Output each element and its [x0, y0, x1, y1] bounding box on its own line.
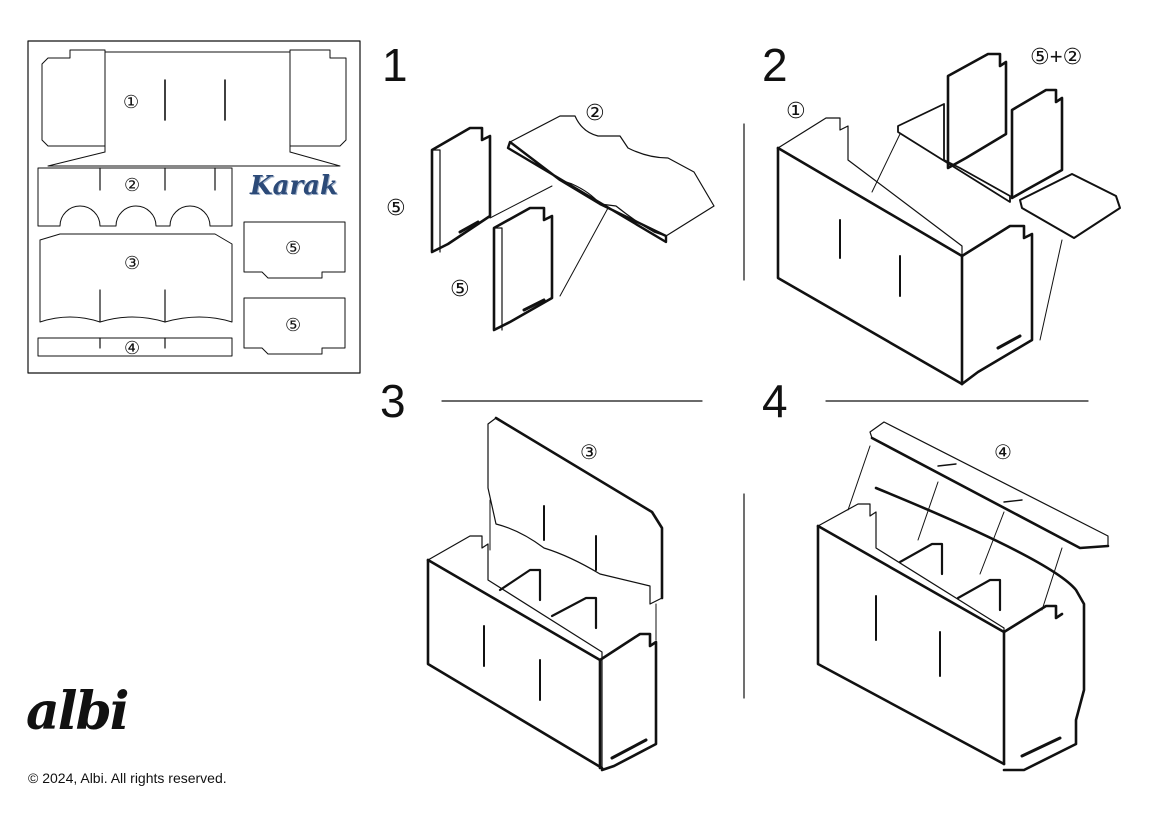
step4-illustration — [743, 400, 1110, 772]
parts-sheet — [27, 40, 361, 374]
sheet-part-4-label: ④ — [124, 338, 141, 358]
sheet-part-3-label: ③ — [124, 253, 141, 273]
step-1-number: 1 — [382, 39, 408, 91]
copyright-text: © 2024, Albi. All rights reserved. — [28, 770, 227, 786]
step2-illustration — [743, 52, 1121, 386]
step1-part-2-label: ② — [585, 100, 605, 125]
step-3-number: 3 — [380, 375, 406, 427]
sheet-part-5a-label: ⑤ — [285, 238, 302, 258]
step3-illustration — [426, 400, 703, 772]
step-4-number: 4 — [762, 375, 788, 427]
step1-part-5a-label: ⑤ — [386, 195, 406, 220]
step1-illustration — [430, 115, 715, 332]
albi-logo: albi — [26, 681, 130, 742]
step2-part-1-label: ① — [786, 98, 806, 123]
karak-logo: Karak — [250, 171, 339, 201]
step2-parts-5-2-label: ⑤+② — [1030, 44, 1083, 69]
sheet-part-5b-label: ⑤ — [285, 315, 302, 335]
step3-part-3-label: ③ — [580, 442, 598, 464]
sheet-part-1-label: ① — [123, 92, 140, 112]
sheet-part-2-label: ② — [124, 175, 141, 195]
step-2-number: 2 — [762, 39, 788, 91]
step1-part-5b-label: ⑤ — [450, 276, 470, 301]
step4-part-4-label: ④ — [994, 442, 1012, 464]
